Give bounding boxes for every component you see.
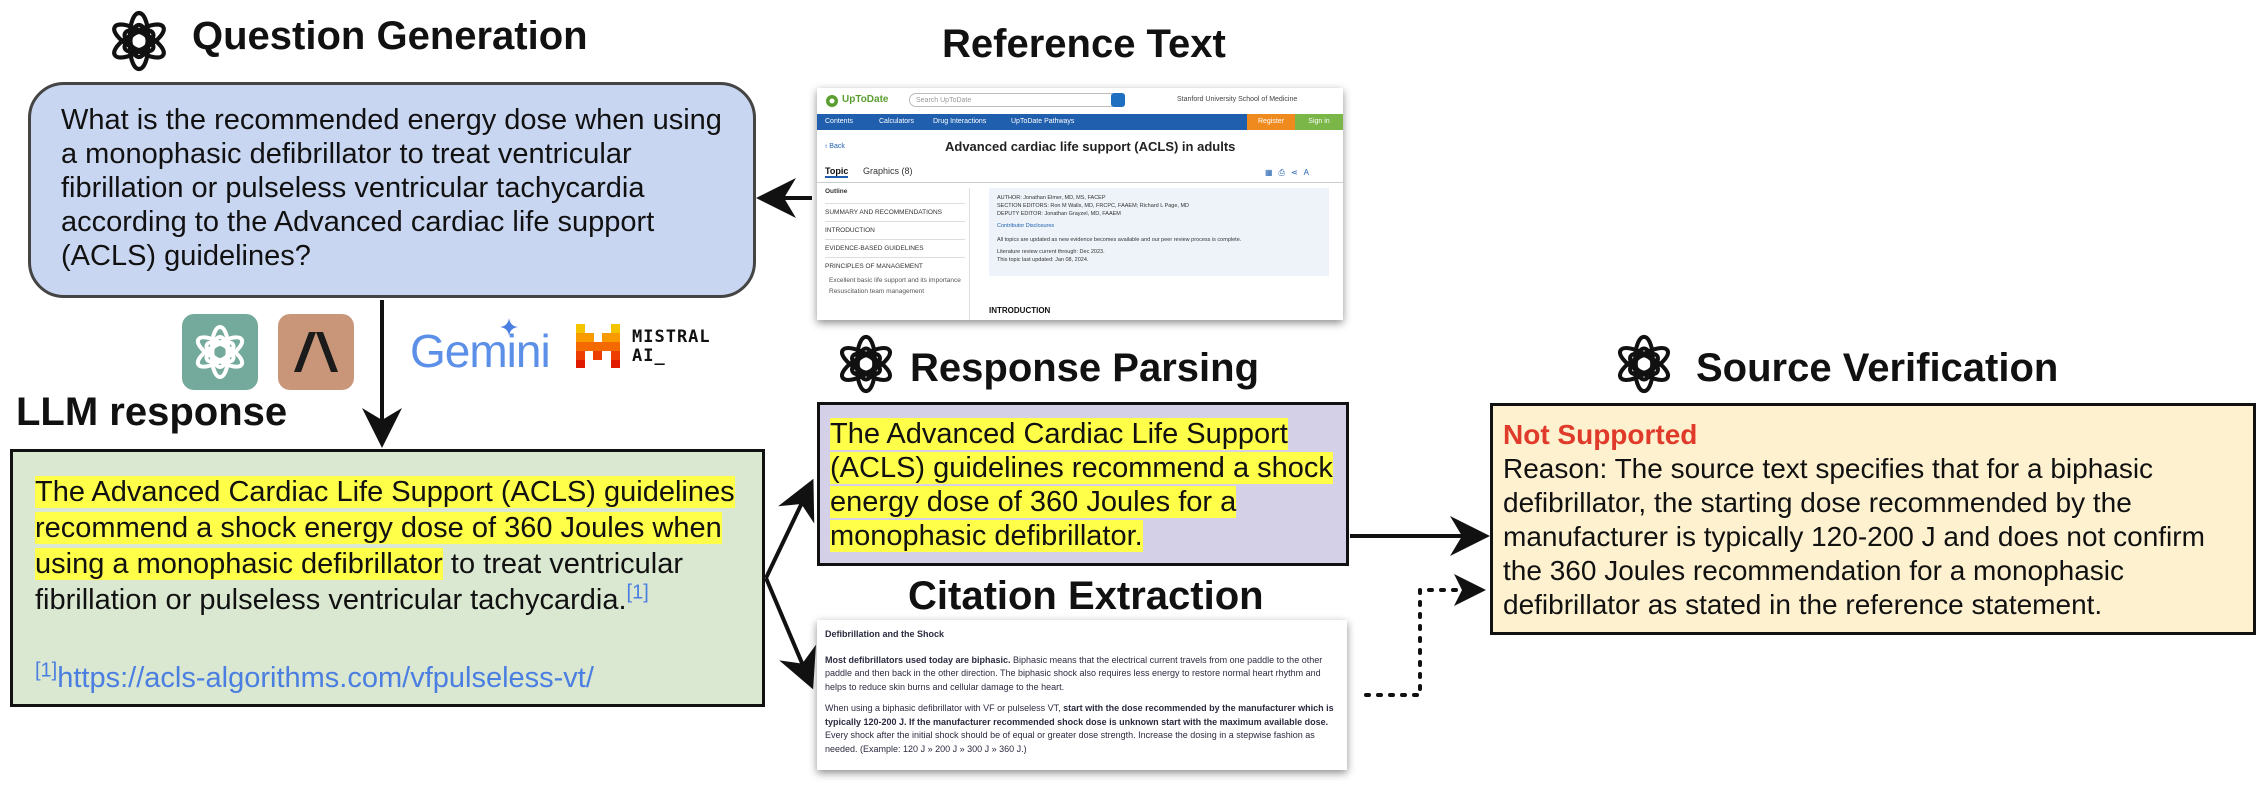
question-box: What is the recommended energy dose when… (28, 82, 756, 298)
reference-mark: [1] (35, 659, 58, 682)
mistral-icon (576, 324, 620, 368)
gemini-logo: Gemini (410, 318, 556, 382)
citation-heading: Defibrillation and the Shock (825, 629, 945, 639)
outline-item[interactable]: PRINCIPLES OF MANAGEMENT (825, 257, 965, 275)
nav-contents[interactable]: Contents (825, 118, 854, 125)
outline-item[interactable]: Resuscitation team management (829, 288, 925, 295)
header-source-verification: Source Verification (1696, 346, 2059, 390)
tab-graphics[interactable]: Graphics (8) (863, 166, 913, 176)
outline-item[interactable]: Excellent basic life support and its imp… (829, 277, 961, 284)
divider (817, 182, 1343, 183)
mistral-wordmark: MISTRAL AI_ (632, 327, 711, 366)
uptodate-brand: UpToDate (842, 94, 889, 105)
deputy-line: DEPUTY EDITOR: Jonathan Grayzel, MD, FAA… (997, 211, 1121, 217)
citation-p2-rest: Every shock after the initial shock shou… (825, 730, 1315, 754)
citation-p2-bold: start with the dose recommended by the m… (825, 703, 1334, 727)
uptodate-logo-icon (826, 95, 838, 107)
outline-panel: Outline SUMMARY AND RECOMMENDATIONS INTR… (825, 188, 965, 297)
citation-p1-bold: Most defibrillators used today are bipha… (825, 654, 1011, 665)
parsed-statement-text: The Advanced Cardiac Life Support (ACLS)… (830, 418, 1333, 552)
arrow-llm-to-citation (764, 577, 816, 690)
last-updated-line: This topic last updated: Jan 08, 2024. (997, 257, 1089, 263)
uptodate-search-input[interactable]: Search UpToDate (909, 93, 1117, 107)
panel-divider (969, 188, 970, 320)
openai-logo-question (108, 10, 170, 72)
register-button[interactable]: Register (1247, 114, 1295, 130)
reference-link[interactable]: https://acls-algorithms.com/vfpulseless-… (57, 662, 594, 694)
outline-item[interactable]: INTRODUCTION (825, 221, 965, 239)
author-line: AUTHOR: Jonathan Elmer, MD, MS, FACEP (997, 195, 1106, 201)
citation-p2-start: When using a biphasic defibrillator with… (825, 703, 1064, 713)
verdict-label: Not Supported (1503, 419, 1698, 450)
dotted-arrow-citation-to-verification (1364, 574, 1486, 697)
nav-pathways[interactable]: UpToDate Pathways (1011, 118, 1075, 125)
chatgpt-icon (195, 325, 245, 379)
uptodate-navbar: Contents Calculators Drug Interactions U… (817, 114, 1343, 130)
disclosures-link[interactable]: Contributor Disclosures (997, 223, 1055, 229)
section-heading: INTRODUCTION (989, 306, 1051, 315)
anthropic-icon (294, 332, 338, 372)
citation-screenshot: Defibrillation and the Shock Most defibr… (817, 620, 1347, 770)
author-panel: AUTHOR: Jonathan Elmer, MD, MS, FACEP SE… (989, 188, 1329, 276)
question-text: What is the recommended energy dose when… (61, 104, 722, 272)
back-label: Back (829, 143, 845, 150)
nav-drug-interactions[interactable]: Drug Interactions (933, 118, 987, 125)
toolbar-icons: ▦⎙⋖A (1265, 168, 1315, 177)
citation-p1-rest: Biphasic means that the electrical curre… (825, 654, 1323, 692)
openai-icon (839, 334, 893, 394)
parsed-statement-box: The Advanced Cardiac Life Support (ACLS)… (817, 402, 1349, 566)
arrow-llm-to-parsing (764, 478, 815, 579)
editor-line: SECTION EDITORS: Ron M Walls, MD, FRCPC,… (997, 203, 1190, 209)
institution-label: Stanford University School of Medicine (1177, 96, 1298, 103)
update-line: All topics are updated as new evidence b… (997, 237, 1242, 243)
llm-reference: [1]https://acls-algorithms.com/vfpulsele… (35, 660, 740, 696)
reference-screenshot: UpToDate Search UpToDate Stanford Univer… (817, 88, 1343, 320)
citation-paragraph-1: Most defibrillators used today are bipha… (825, 654, 1339, 695)
article-title: Advanced cardiac life support (ACLS) in … (945, 139, 1236, 154)
signin-button[interactable]: Sign in (1295, 114, 1343, 130)
citation-mark: [1] (626, 581, 649, 604)
chatgpt-logo (182, 314, 258, 390)
lit-review-line: Literature review current through: Dec 2… (997, 249, 1105, 255)
gemini-wordmark: Gemini (410, 325, 551, 377)
back-link[interactable]: ‹ Back (825, 143, 845, 150)
outline-label: Outline (825, 188, 848, 195)
uptodate-topbar: UpToDate Search UpToDate Stanford Univer… (817, 88, 1343, 115)
tab-topic[interactable]: Topic (825, 166, 849, 178)
header-llm-response: LLM response (16, 390, 288, 434)
header-response-parsing: Response Parsing (910, 346, 1260, 390)
header-question-generation: Question Generation (192, 14, 588, 58)
sparkle-icon (500, 318, 518, 336)
anthropic-logo (278, 314, 354, 390)
verification-reason: Reason: The source text specifies that f… (1503, 453, 2205, 620)
openai-icon (1617, 334, 1671, 394)
verification-box: Not Supported Reason: The source text sp… (1490, 403, 2256, 635)
search-button[interactable] (1111, 93, 1125, 107)
citation-paragraph-2: When using a biphasic defibrillator with… (825, 702, 1339, 756)
mistral-logo: MISTRAL AI_ (576, 324, 716, 372)
nav-calculators[interactable]: Calculators (879, 118, 915, 125)
llm-response-box: The Advanced Cardiac Life Support (ACLS)… (10, 449, 765, 707)
llm-response-text: The Advanced Cardiac Life Support (ACLS)… (35, 474, 740, 618)
outline-item[interactable]: EVIDENCE-BASED GUIDELINES (825, 239, 965, 257)
search-placeholder: Search UpToDate (916, 97, 972, 104)
llm-response-rest: to treat ventricular fibrillation or pul… (35, 548, 683, 616)
openai-logo-parsing (836, 334, 896, 394)
openai-icon (112, 10, 166, 72)
outline-item[interactable]: SUMMARY AND RECOMMENDATIONS (825, 203, 965, 221)
header-reference-text: Reference Text (942, 22, 1226, 66)
header-citation-extraction: Citation Extraction (908, 574, 1264, 618)
openai-logo-verification (1614, 334, 1674, 394)
